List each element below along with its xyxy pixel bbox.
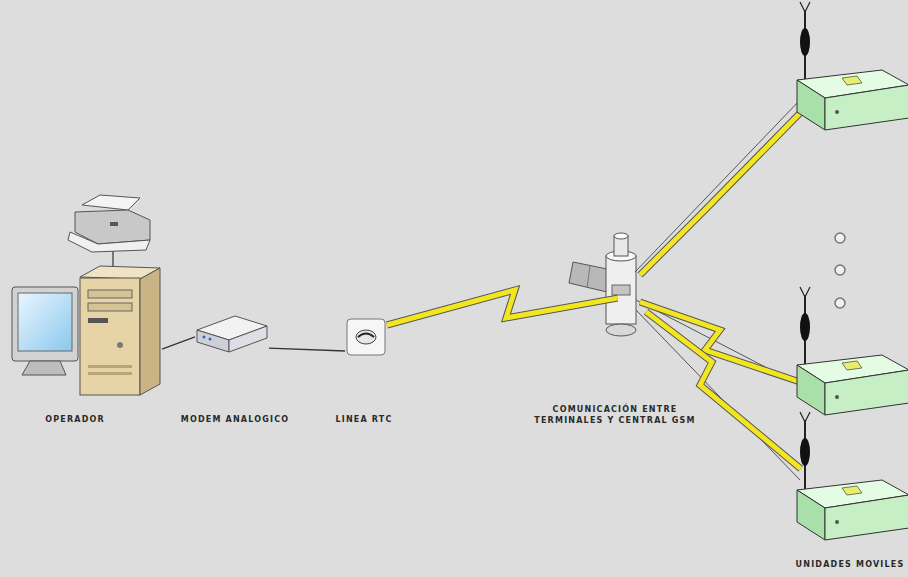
bolt-outline bbox=[387, 290, 618, 325]
operator-station: OPERADOR bbox=[10, 266, 162, 396]
remote-unit: UNIDADES MOVILES bbox=[795, 415, 908, 543]
cable-line bbox=[269, 348, 345, 351]
gsm-central: COMUNICACIÓN ENTRE TERMINALES Y CENTRAL … bbox=[570, 232, 665, 337]
radio-bolts bbox=[640, 108, 805, 382]
remote-unit bbox=[797, 2, 908, 130]
bolt-outline bbox=[646, 312, 801, 469]
remote-unit bbox=[797, 287, 908, 415]
device-label: UNIDADES MOVILES bbox=[790, 559, 908, 570]
printer bbox=[68, 195, 150, 272]
radio-link bbox=[646, 312, 801, 469]
cable-path bbox=[162, 337, 195, 349]
cable-line bbox=[162, 337, 195, 349]
bolt-fill bbox=[387, 290, 618, 325]
device-label: OPERADOR bbox=[15, 414, 135, 425]
pstn-line: LINEA RTC bbox=[345, 317, 387, 357]
device-label: LINEA RTC bbox=[319, 414, 409, 425]
computer bbox=[12, 266, 160, 395]
gsm-central bbox=[569, 233, 636, 336]
device-label: COMUNICACIÓN ENTRE TERMINALES Y CENTRAL … bbox=[520, 404, 710, 426]
remote-unit bbox=[797, 412, 908, 540]
analog-modem: MODEM ANALOGICO bbox=[195, 315, 269, 354]
cable-path bbox=[269, 348, 345, 351]
bolt-fill bbox=[646, 312, 801, 469]
ellipsis-dots bbox=[835, 233, 845, 308]
radio-link bbox=[387, 290, 618, 325]
phone-socket bbox=[347, 319, 385, 355]
device-label: MODEM ANALOGICO bbox=[165, 414, 305, 425]
modem bbox=[197, 316, 267, 352]
